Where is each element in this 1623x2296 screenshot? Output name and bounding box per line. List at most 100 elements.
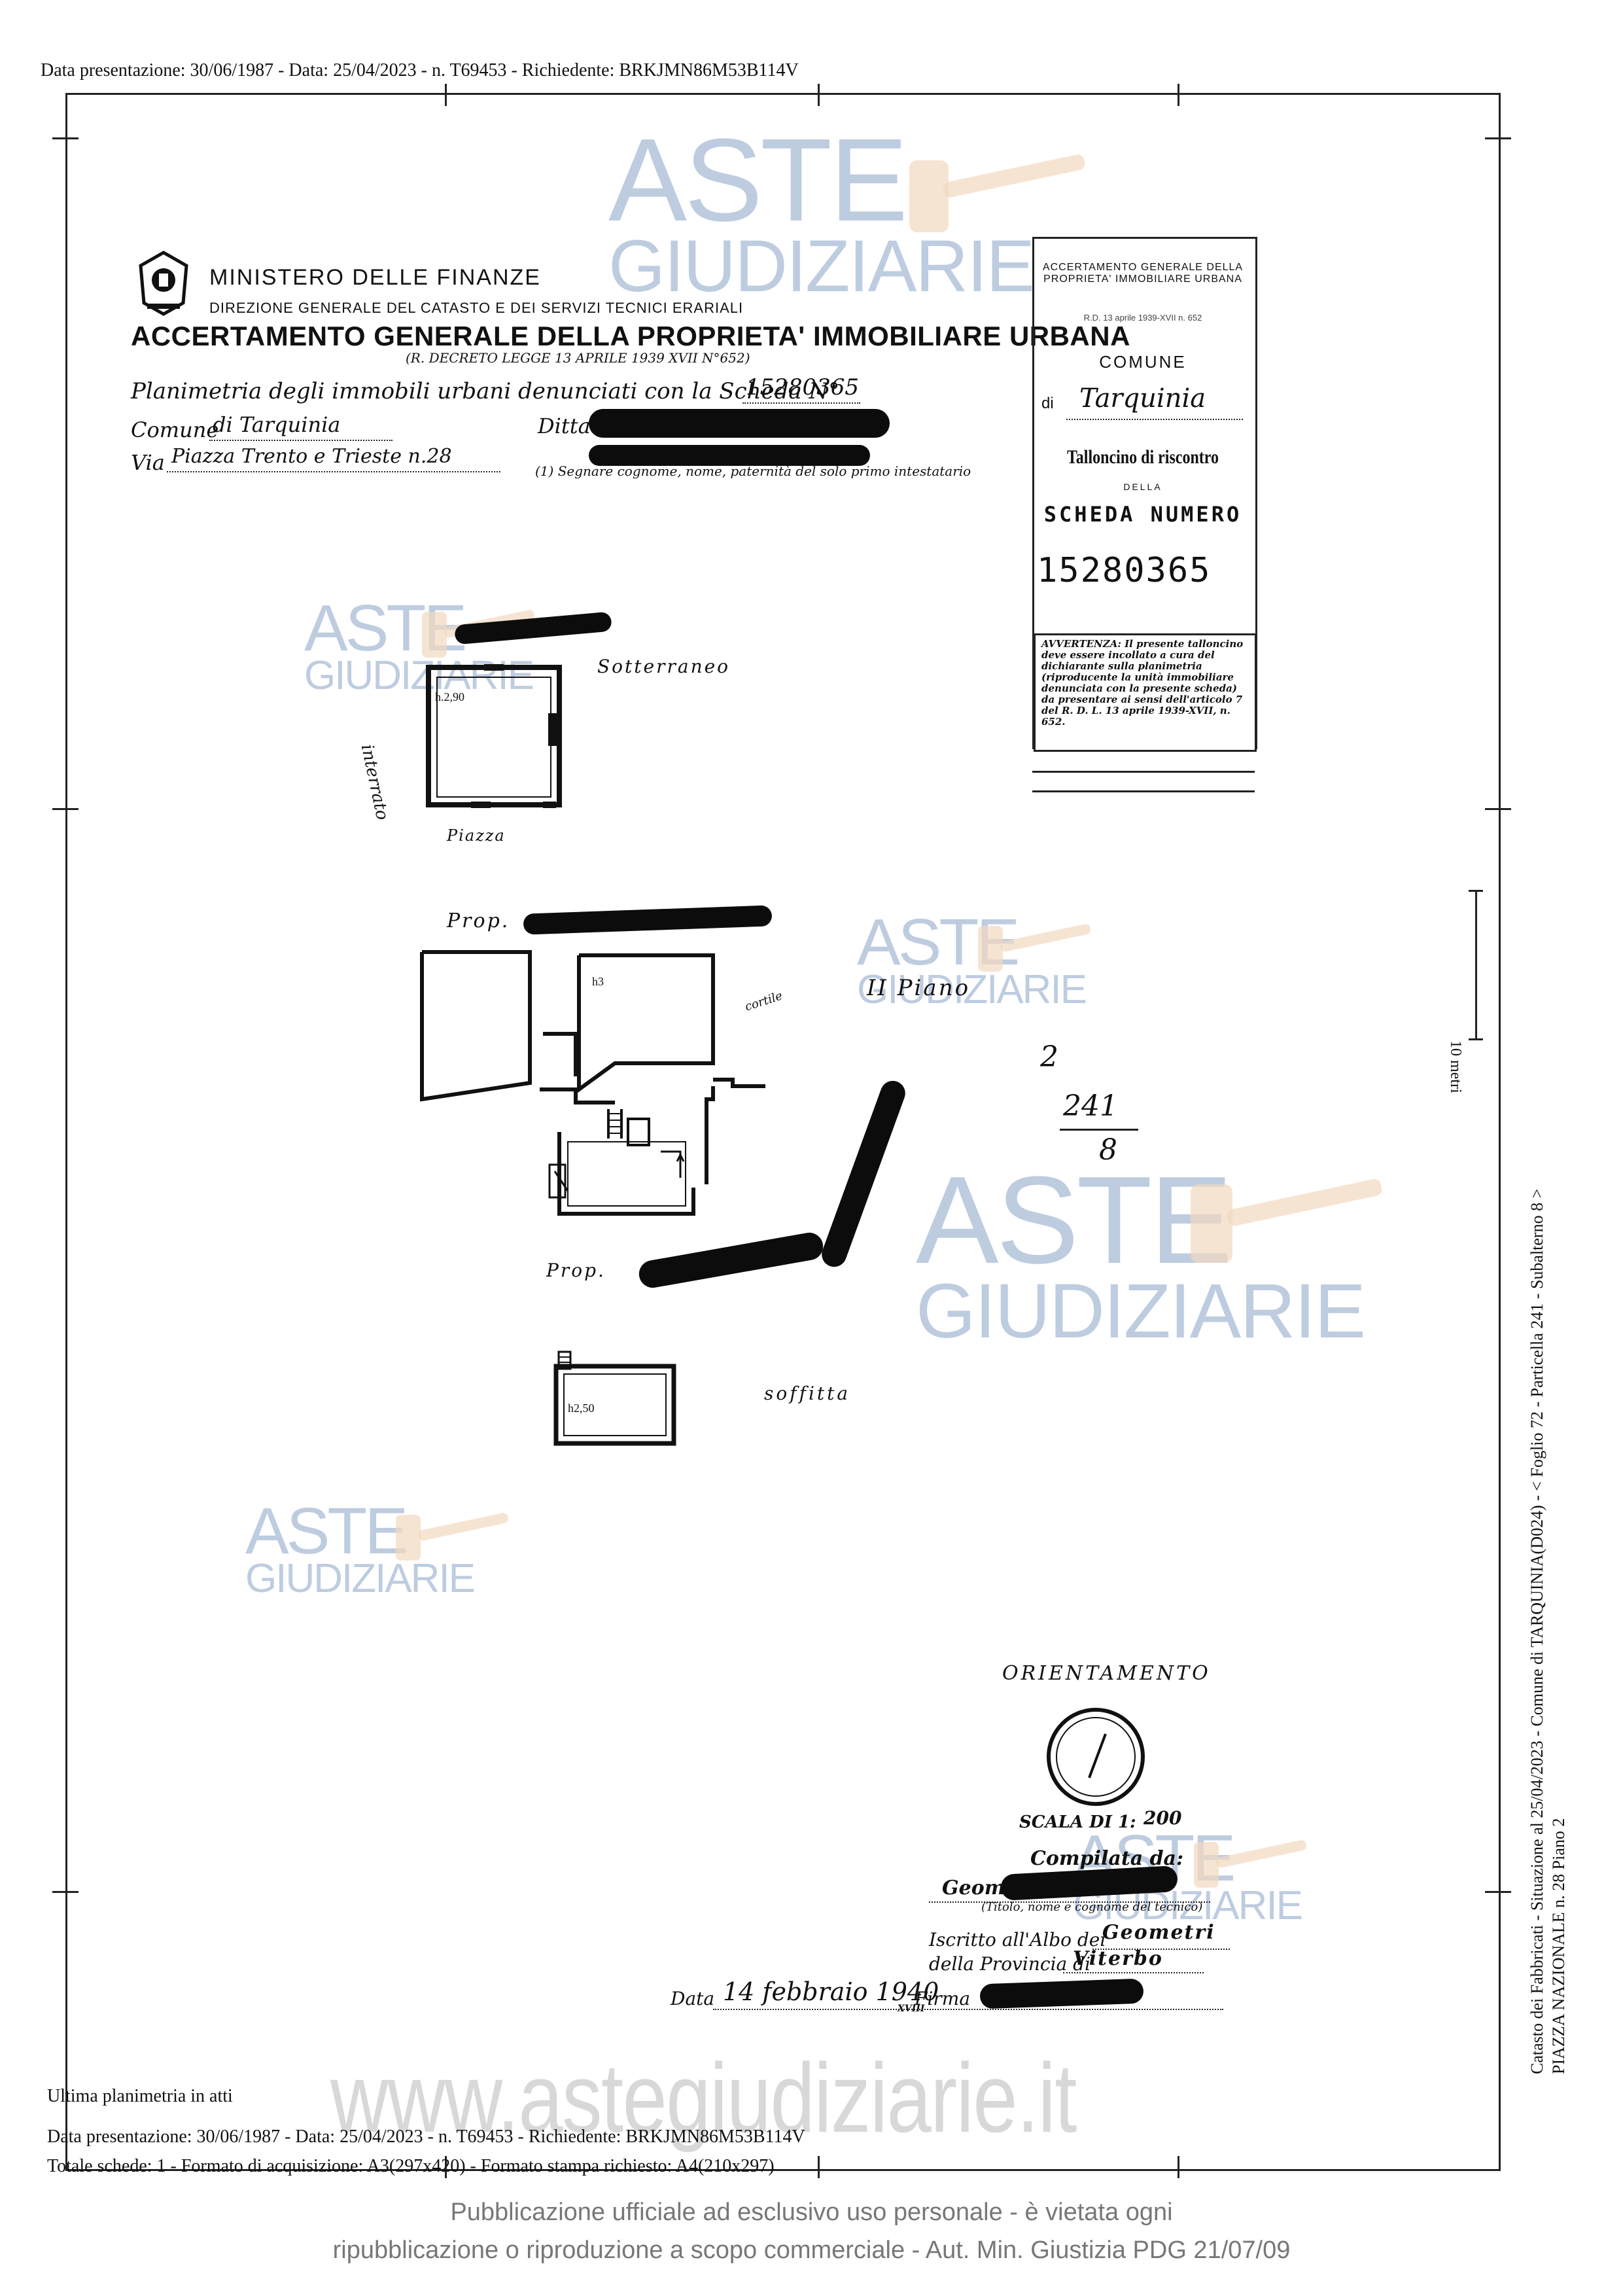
compass-icon [1047,1708,1145,1806]
frame-tick [52,808,79,810]
foglio-note-top: 2 [1040,1040,1058,1074]
frame-tick [1178,84,1179,106]
side-text-catasto: Catasto dei Fabbricati - Situazione al 2… [1527,1188,1546,2074]
piazza-label: Piazza [447,826,506,845]
frame-tick [1485,1891,1511,1893]
sotterraneo-label: Sotterraneo [597,656,731,677]
watermark-logo: ASTE GIUDIZIARIE [608,115,1035,307]
frame-tick [1178,2156,1179,2178]
via-label: Via [131,450,165,475]
scale-bar [1475,890,1477,1040]
gavel-icon [909,154,1085,232]
watermark-giudiziarie: GIUDIZIARIE [304,653,534,698]
height-label-sotterraneo: h.2,90 [435,690,464,703]
foglio-note-bot: 8 [1099,1133,1117,1167]
tagliando-rule [1032,771,1255,773]
scale-bar-tick [1469,1038,1483,1040]
iscritto-value: Geometri [1102,1921,1215,1944]
watermark-aste: ASTE [245,1494,408,1568]
firma-label: Firma [915,1988,971,2009]
watermark-giudiziarie: GIUDIZIARIE [608,225,1035,307]
tagliando-box [1032,237,1257,749]
secondo-piano-plan [420,950,765,1216]
iscritto-underline [1092,1949,1230,1950]
tagliando-rule [1032,790,1255,792]
state-emblem-icon [139,251,188,316]
tagliando-comune-title: COMUNE [1099,352,1187,372]
data-label: Data [671,1988,715,2009]
redaction-bar [589,445,870,466]
tagliando-numero: 15280365 [1037,551,1212,590]
gavel-icon [978,924,1091,972]
foglio-note-mid: 241 [1063,1089,1118,1123]
prop-bottom-label: Prop. [546,1260,606,1281]
ministry-title: MINISTERO DELLE FINANZE [209,265,541,290]
scheda-numero-title: SCHEDA NUMERO [1043,502,1242,527]
geom-underline [929,1901,1210,1903]
watermark-giudiziarie: GIUDIZIARIE [857,967,1087,1012]
data-value: 14 febbraio 1940 [723,1977,939,2006]
comune-label: Comune [131,417,219,442]
comune-underline [209,440,393,441]
avvertenza-text: AVVERTENZA: Il presente talloncino deve … [1041,638,1244,728]
secondo-piano-label: II Piano [867,975,971,1001]
foglio-note-rule [1060,1129,1138,1131]
via-value: Piazza Trento e Trieste n.28 [171,445,452,468]
ultima-planimetria: Ultima planimetria in atti [47,2086,233,2106]
watermark-giudiziarie: GIUDIZIARIE [916,1268,1366,1354]
footnote: (1) Segnare cognome, nome, paternità del… [535,463,971,479]
main-title: ACCERTAMENTO GENERALE DELLA PROPRIETA' I… [131,321,1130,351]
scale-bar-tick [1469,890,1483,892]
scheda-underline [742,402,860,404]
frame-tick [445,2156,447,2178]
tagliando-di-value: Tarquinia [1079,383,1206,414]
height-label-piano: h3 [592,975,604,988]
gavel-icon [396,1513,508,1561]
watermark-giudiziarie: GIUDIZIARIE [245,1556,476,1601]
scheda-value: 15280365 [746,374,860,400]
provincia-value: Viterbo [1073,1947,1163,1970]
scala-label: SCALA DI 1: [1019,1812,1136,1832]
scale-text: 10 metri [1447,1040,1464,1093]
redaction-bar [589,409,890,438]
frame-tick [52,1891,79,1893]
planimetria-label: Planimetria degli immobili urbani denunc… [131,378,840,404]
geom-label: Geom. [942,1877,1012,1899]
sotterraneo-plan [426,664,562,808]
talloncino-title: Talloncino di riscontro [1066,446,1219,468]
frame-tick [1485,137,1511,139]
provincia-label: della Provincia di [929,1953,1091,1975]
tagliando-decree: R.D. 13 aprile 1939-XVII n. 652 [1083,313,1202,323]
tagliando-di-underline [1066,419,1243,420]
frame-tick [52,137,79,139]
via-underline [167,471,500,472]
footer-line-2: Totale schede: 1 - Formato di acquisizio… [47,2156,775,2176]
gavel-icon [1191,1178,1382,1263]
watermark-aste: ASTE [916,1151,1232,1290]
comune-value: di Tarquinia [213,412,341,437]
height-label-soffitta: h2,50 [568,1402,595,1415]
prop-top-label: Prop. [447,910,510,932]
frame-tick [818,2156,820,2178]
watermark-aste: ASTE [608,115,908,246]
decree-note: (R. DECRETO LEGGE 13 APRILE 1939 XVII N°… [406,350,750,366]
frame-tick [818,84,820,106]
tagliando-header: ACCERTAMENTO GENERALE DELLA PROPRIETA' I… [1042,262,1244,285]
direction-title: DIREZIONE GENERALE DEL CATASTO E DEI SER… [209,300,744,316]
header-line: Data presentazione: 30/06/1987 - Data: 2… [41,60,799,80]
gavel-icon [1194,1840,1306,1888]
avvertenza-box [1034,633,1257,752]
watermark-site: www.astegiudiziarie.it [330,2043,1077,2153]
frame-tick [445,84,447,106]
tagliando-di-label: di [1041,395,1054,412]
titolo-note: (Titolo, nome e cognome del tecnico) [981,1900,1203,1914]
watermark-logo: ASTE GIUDIZIARIE [916,1151,1366,1354]
iscritto-label: Iscritto all'Albo dei [929,1929,1106,1951]
side-text-address: PIAZZA NAZIONALE n. 28 Piano 2 [1549,1818,1568,2074]
soffitta-plan [553,1351,676,1446]
data-underline [713,2009,1223,2010]
orientamento-title: ORIENTAMENTO [1002,1662,1211,1685]
watermark-logo: ASTE GIUDIZIARIE [245,1494,476,1601]
scala-value: 200 [1143,1807,1182,1829]
